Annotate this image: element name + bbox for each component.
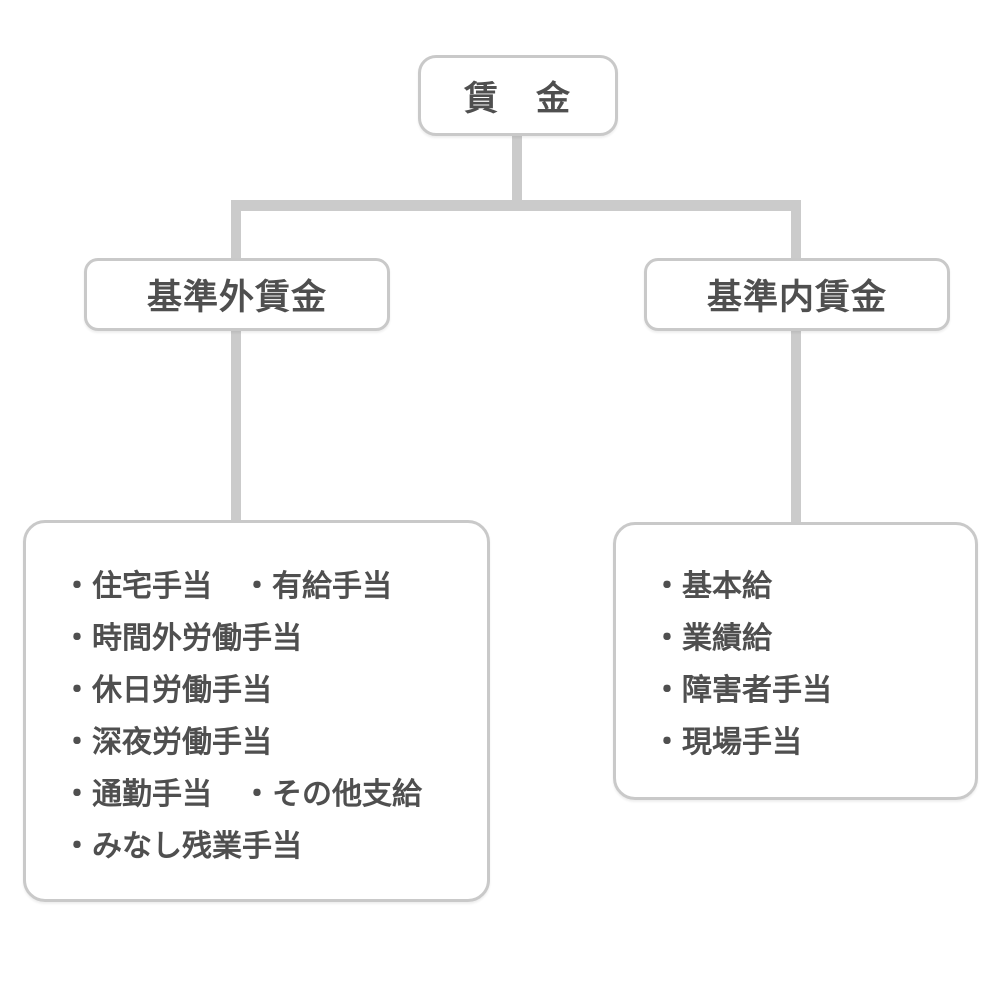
node-non-standard-wage: 基準外賃金 [84,258,390,331]
node-wage-root-label: 賃 金 [464,80,572,118]
list-item: ・時間外労働手当 [62,622,302,655]
connector-left-leaf-drop [231,328,241,524]
connector-right-leaf-drop [791,328,801,526]
list-item: ・通勤手当 ・その他支給 [62,778,422,811]
list-item: ・住宅手当 ・有給手当 [62,570,392,603]
list-item: ・基本給 [652,570,772,603]
list-item: ・業績給 [652,622,772,655]
list-item: ・障害者手当 [652,674,832,707]
connector-root-stem [512,135,522,205]
connector-right-branch-drop [791,200,801,262]
node-wage-root: 賃 金 [418,55,618,136]
list-item: ・深夜労働手当 [62,726,272,759]
node-standard-wage-label: 基準内賃金 [706,278,887,317]
node-standard-wage: 基準内賃金 [644,258,950,331]
node-standard-wage-items: ・基本給 ・業績給 ・障害者手当 ・現場手当 [613,522,978,800]
connector-left-branch-drop [231,200,241,262]
node-non-standard-wage-label: 基準外賃金 [146,278,327,317]
list-item: ・現場手当 [652,726,802,759]
connector-horizontal-bar [231,200,801,211]
node-non-standard-wage-items: ・住宅手当 ・有給手当 ・時間外労働手当 ・休日労働手当 ・深夜労働手当 ・通勤… [23,520,490,902]
list-item: ・みなし残業手当 [62,830,302,863]
list-item: ・休日労働手当 [62,674,272,707]
